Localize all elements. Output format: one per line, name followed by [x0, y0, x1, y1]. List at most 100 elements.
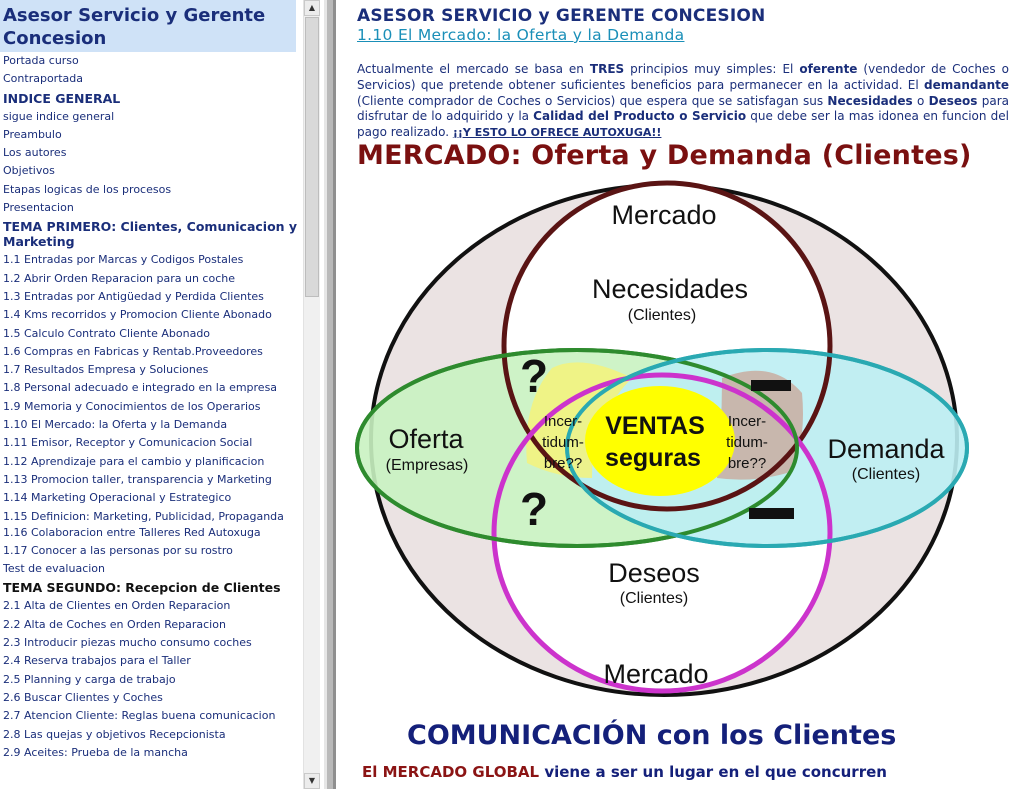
section-link[interactable]: 1.10 El Mercado: la Oferta y la Demanda — [357, 26, 685, 44]
sidebar-item[interactable]: 1.13 Promocion taller, transparencia y M… — [3, 472, 272, 486]
deseos-circle — [491, 372, 833, 694]
sidebar-item[interactable]: 2.9 Aceites: Prueba de la mancha — [3, 745, 188, 759]
sidebar-scrollbar[interactable]: ▲ ▼ — [303, 0, 320, 789]
intro-bold: oferente — [799, 62, 858, 76]
scrollbar-thumb[interactable] — [305, 17, 319, 297]
intro-text: que debe ser la mas idonea en funcion de… — [357, 109, 1009, 140]
sidebar-item[interactable]: 1.11 Emisor, Receptor y Comunicacion Soc… — [3, 436, 253, 450]
intro-bold: demandante — [924, 77, 1009, 92]
sidebar-title-line2: Concesion — [3, 28, 107, 49]
sidebar-item[interactable]: TEMA SEGUNDO: Recepcion de Clientes — [3, 580, 281, 596]
necesidades-label: Necesidades — [592, 274, 748, 304]
global-market-text: El MERCADO GLOBAL viene a ser un lugar e… — [362, 763, 887, 781]
scroll-up-arrow-icon[interactable]: ▲ — [304, 0, 320, 16]
content-frame: ASESOR SERVICIO y GERENTE CONCESION 1.10… — [342, 0, 1019, 789]
sidebar-item[interactable]: 2.1 Alta de Clientes en Orden Reparacion — [3, 599, 231, 613]
oferta-label: Oferta — [388, 424, 464, 454]
sidebar-item[interactable]: 1.3 Entradas por Antigüedad y Perdida Cl… — [3, 289, 264, 303]
sidebar-item[interactable]: Etapas logicas de los procesos — [3, 182, 172, 196]
sidebar-list: Asesor Servicio y Gerente Concesion Port… — [0, 0, 302, 789]
mercado-top-label: Mercado — [611, 200, 716, 230]
intro-text: (Cliente comprador de Coches o Servicios… — [357, 93, 828, 108]
incertidumbre-right-2: tidum- — [726, 434, 768, 451]
market-venn-diagram: Mercado Mercado Necesidades (Clientes) O… — [355, 180, 969, 697]
necesidades-circle — [501, 180, 833, 512]
sidebar-item[interactable]: 2.4 Reserva trabajos para el Taller — [3, 654, 191, 668]
sidebar-item[interactable]: 2.7 Atencion Cliente: Reglas buena comun… — [3, 709, 276, 723]
sidebar-item[interactable]: 1.10 El Mercado: la Oferta y la Demanda — [3, 418, 228, 432]
sidebar-item[interactable]: 1.4 Kms recorridos y Promocion Cliente A… — [3, 308, 272, 322]
oferta-ellipse-outline — [355, 348, 799, 548]
intro-bold: Deseos — [928, 93, 978, 108]
ventas-label: VENTAS — [605, 412, 705, 440]
sidebar-item[interactable]: 1.2 Abrir Orden Reparacion para un coche — [3, 271, 235, 285]
sidebar-item[interactable]: 1.8 Personal adecuado e integrado en la … — [3, 381, 278, 395]
promo-text: ¡¡Y ESTO LO OFRECE AUTOXUGA!! — [452, 126, 662, 140]
incertidumbre-right-1: Incer- — [728, 413, 766, 430]
incertidumbre-left-3: bre?? — [544, 455, 582, 472]
sidebar-item[interactable]: Portada curso — [3, 54, 79, 67]
sidebar-item[interactable]: 2.8 Las quejas y objetivos Recepcionista — [3, 727, 226, 741]
sidebar-item[interactable]: Presentacion — [3, 201, 74, 215]
intro-text: para disfrutar de lo adquirido y la — [357, 93, 1009, 124]
ventas-core — [585, 386, 735, 496]
oferta-sub-label: (Empresas) — [386, 457, 469, 474]
deseos-label: Deseos — [608, 558, 700, 588]
sidebar-item[interactable]: 1.9 Memoria y Conocimientos de los Opera… — [3, 399, 261, 413]
intro-text: o — [912, 93, 929, 108]
sidebar-item[interactable]: 1.15 Definicion: Marketing, Publicidad, … — [3, 509, 284, 523]
incertidumbre-left-1: Incer- — [544, 413, 582, 430]
communication-heading: COMUNICACIÓN con los Clientes — [407, 720, 897, 751]
sidebar-item[interactable]: 1.16 Colaboracion entre Talleres Red Aut… — [3, 525, 261, 539]
sidebar-item[interactable]: 1.12 Aprendizaje para el cambio y planif… — [3, 454, 265, 468]
incertidumbre-left-2: tidum- — [542, 434, 584, 451]
seguras-label: seguras — [605, 444, 701, 472]
diagram-heading: MERCADO: Oferta y Demanda (Clientes) — [357, 140, 972, 171]
sidebar-item[interactable]: 1.14 Marketing Operacional y Estrategico — [3, 491, 232, 505]
page-title: ASESOR SERVICIO y GERENTE CONCESION — [357, 6, 766, 26]
frame-divider[interactable] — [324, 0, 336, 789]
mercado-bottom-label: Mercado — [603, 659, 708, 689]
sidebar-item[interactable]: 2.3 Introducir piezas mucho consumo coch… — [3, 636, 252, 650]
demanda-ellipse-outline — [565, 348, 969, 548]
sidebar-item[interactable]: 1.17 Conocer a las personas por su rostr… — [3, 543, 233, 557]
minus-sign-lower — [749, 508, 794, 519]
intro-text: (vendedor de Coches o Servicios) que pre… — [357, 62, 1009, 92]
question-mark-lower: ? — [520, 483, 548, 535]
demanda-label: Demanda — [827, 434, 945, 464]
sidebar-item[interactable]: 2.2 Alta de Coches en Orden Reparacion — [3, 617, 226, 631]
sidebar-item[interactable]: 1.1 Entradas por Marcas y Codigos Postal… — [3, 253, 244, 267]
deseos-sub-label: (Clientes) — [620, 590, 688, 607]
overlap-right-zone — [717, 370, 803, 480]
sidebar-item[interactable]: INDICE GENERAL — [3, 90, 121, 106]
demanda-sub-label: (Clientes) — [852, 466, 920, 483]
sidebar-title-line1: Asesor Servicio y Gerente — [3, 5, 266, 26]
intro-text: principios muy simples: El — [624, 62, 800, 76]
intro-bold: Necesidades — [827, 93, 913, 108]
sidebar-item[interactable]: 2.5 Planning y carga de trabajo — [3, 672, 176, 686]
sidebar-item[interactable]: 1.5 Calculo Contrato Cliente Abonado — [3, 326, 211, 340]
sidebar-item[interactable]: sigue indice general — [3, 109, 115, 123]
global-market-bold: El MERCADO GLOBAL — [362, 763, 540, 781]
diagram-heading-rest: : Oferta y Demanda (Clientes) — [510, 140, 972, 171]
necesidades-sub-label: (Clientes) — [628, 307, 696, 324]
minus-sign-upper — [751, 380, 791, 391]
incertidumbre-right-3: bre?? — [728, 455, 766, 472]
sidebar-item[interactable]: 1.6 Compras en Fabricas y Rentab.Proveed… — [3, 344, 263, 358]
sidebar-item[interactable]: Objetivos — [3, 164, 55, 178]
sidebar-item[interactable]: Contraportada — [3, 72, 83, 86]
sidebar-item[interactable]: Preambulo — [3, 127, 62, 141]
sidebar-header: Asesor Servicio y Gerente Concesion — [0, 0, 296, 52]
question-mark-upper: ? — [520, 350, 548, 402]
sidebar-item[interactable]: 1.7 Resultados Empresa y Soluciones — [3, 363, 209, 377]
sidebar-item[interactable]: 2.6 Buscar Clientes y Coches — [3, 690, 163, 704]
global-market-rest: viene a ser un lugar en el que concurren — [544, 763, 887, 781]
sidebar-item[interactable]: TEMA PRIMERO: Clientes, Comunicacion y M… — [3, 219, 298, 250]
scroll-down-arrow-icon[interactable]: ▼ — [304, 773, 320, 789]
sidebar-item[interactable]: Test de evaluacion — [3, 562, 105, 576]
diagram-heading-mercado: MERCADO — [357, 140, 511, 171]
intro-bold: Calidad del Producto o Servicio — [533, 109, 747, 124]
intro-paragraph: Actualmente el mercado se basa en TRES p… — [357, 62, 1009, 141]
sidebar-item[interactable]: Los autores — [3, 146, 67, 160]
